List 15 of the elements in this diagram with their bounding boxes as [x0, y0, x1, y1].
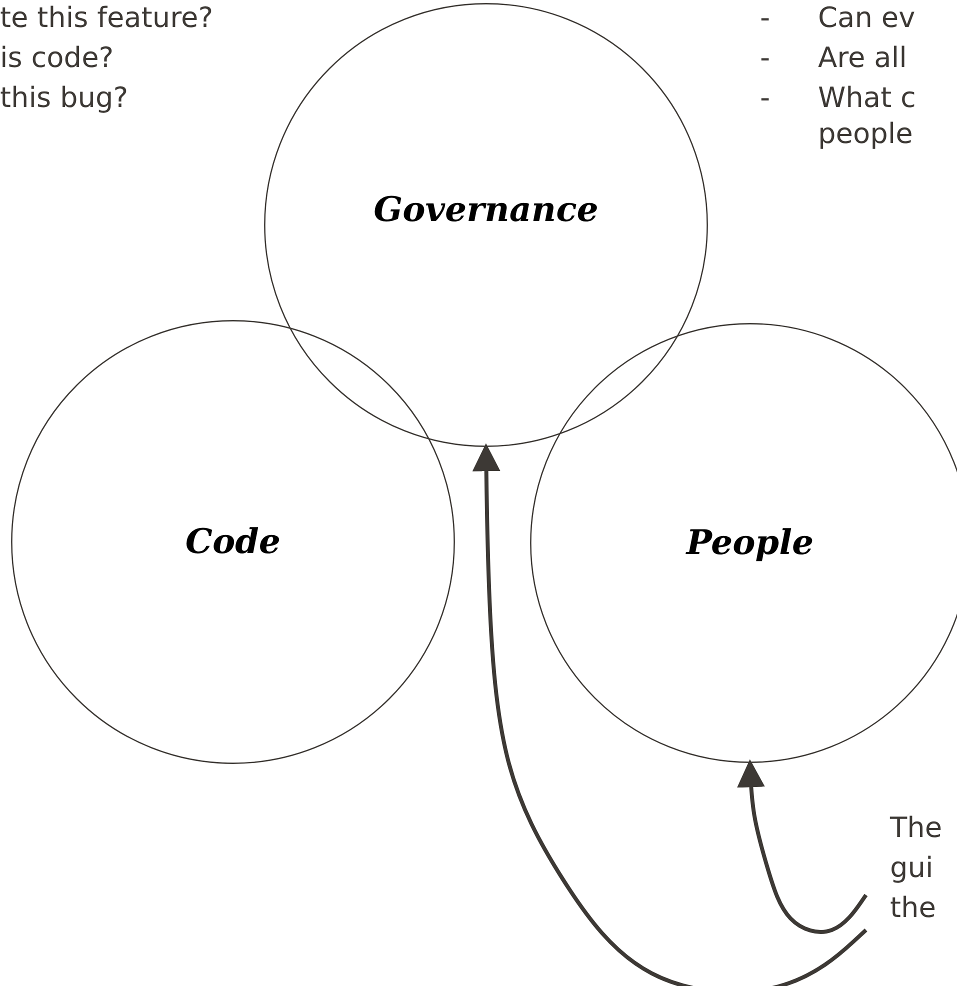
- bullet-dash: -: [760, 0, 770, 36]
- question-text: What c people: [818, 80, 917, 152]
- circle-label: People: [686, 523, 814, 563]
- question-text: is code?: [0, 40, 114, 76]
- bullet-dash: -: [760, 40, 770, 76]
- question-text: te this feature?: [0, 0, 214, 36]
- question-text: Can ev: [818, 0, 916, 36]
- question-text: Are all: [818, 40, 907, 76]
- circle-label: Governance: [374, 190, 598, 230]
- question-text: this bug?: [0, 80, 128, 116]
- note-text: The gui the: [890, 808, 956, 928]
- bullet-dash: -: [760, 80, 770, 116]
- curved-arrow: [736, 759, 868, 934]
- curved-arrow: [472, 443, 868, 986]
- circle-label: Code: [185, 522, 281, 562]
